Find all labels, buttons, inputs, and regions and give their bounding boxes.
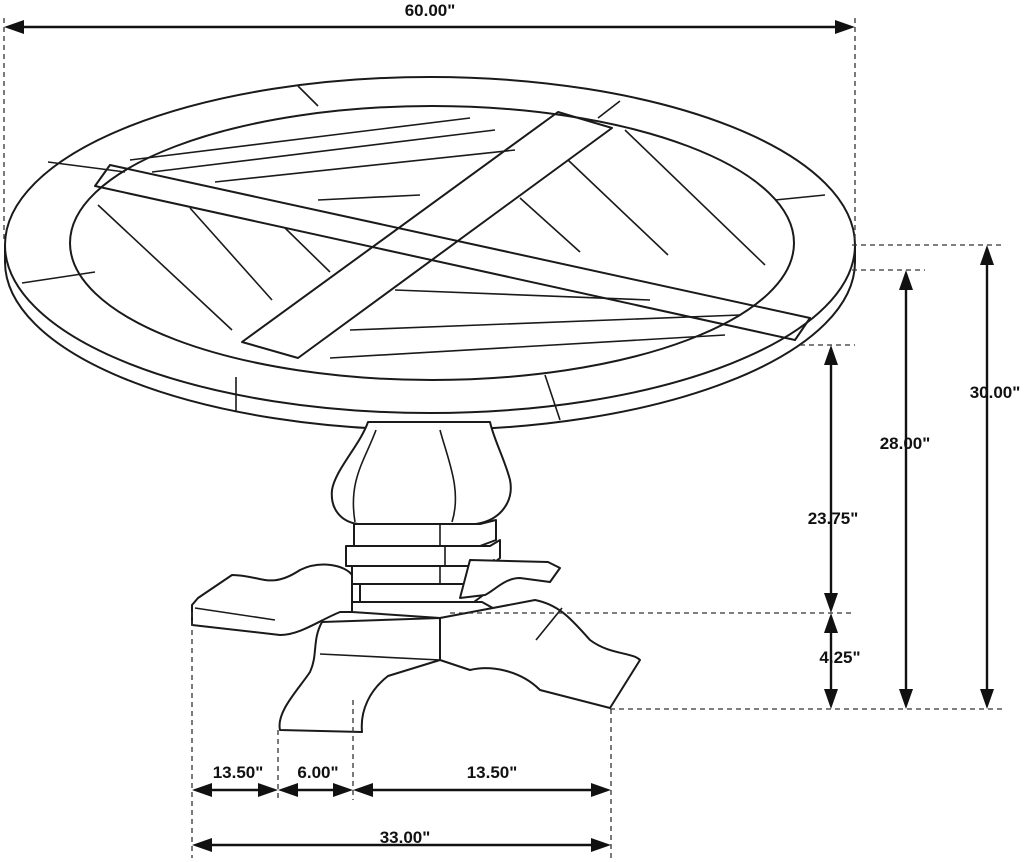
base-segment-left-label: 13.50"	[213, 763, 264, 782]
dimension-lines	[3, 18, 1004, 858]
base-segment-right-label: 13.50"	[467, 763, 518, 782]
dimension-labels: 60.00" 30.00" 28.00" 23.75" 4.25" 13.50"…	[213, 1, 1021, 847]
overall-width-label: 60.00"	[405, 1, 456, 20]
table-top	[4, 76, 856, 431]
apron-height-label: 28.00"	[880, 434, 931, 453]
base-height-label: 4.25"	[819, 648, 860, 667]
pedestal-height-label: 23.75"	[808, 509, 859, 528]
base-segment-center-label: 6.00"	[297, 763, 338, 782]
overall-height-label: 30.00"	[970, 383, 1021, 402]
pedestal-base	[191, 559, 641, 733]
base-width-label: 33.00"	[380, 828, 431, 847]
